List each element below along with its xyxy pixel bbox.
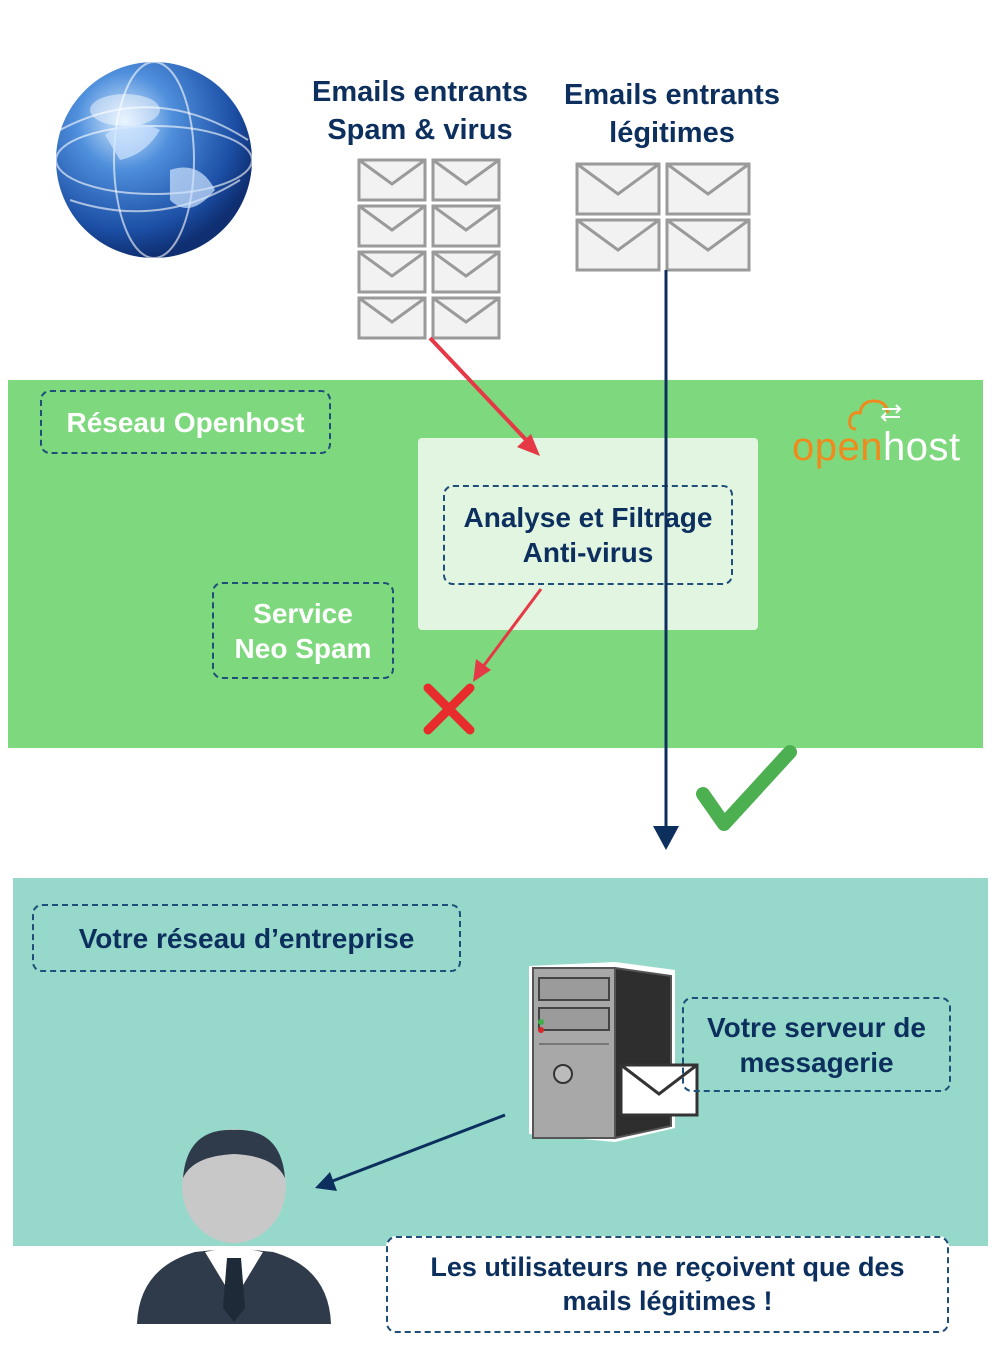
spam-arrow-out — [473, 588, 543, 682]
spam-arrow-in — [428, 336, 540, 456]
service-line2: Neo Spam — [234, 632, 372, 664]
brand-open: open — [792, 425, 883, 469]
mail-server-line1: Votre serveur de — [707, 1011, 926, 1043]
legit-heading-line1: Emails entrants — [564, 79, 780, 111]
check-icon — [696, 745, 797, 831]
spam-heading-line2: Spam & virus — [327, 113, 513, 146]
legit-heading-line2: légitimes — [609, 116, 735, 149]
legit-heading: Emails entrants légitimes — [552, 77, 792, 152]
service-line1: Service — [253, 597, 353, 629]
mail-server-label: Votre serveur de messagerie — [682, 997, 951, 1092]
user-icon — [137, 1129, 331, 1324]
users-note: Les utilisateurs ne reçoivent que des ma… — [386, 1236, 949, 1333]
company-network-zone — [13, 878, 988, 1246]
users-note-line1: Les utilisateurs ne reçoivent que des — [430, 1251, 905, 1282]
openhost-network-label: Réseau Openhost — [40, 390, 331, 454]
cloud-icon — [848, 399, 902, 431]
openhost-logo: openhost — [790, 395, 980, 475]
brand-host: host — [882, 425, 961, 469]
globe-icon — [55, 61, 253, 259]
users-note-line2: mails légitimes ! — [562, 1285, 773, 1316]
spam-heading: Emails entrants Spam & virus — [300, 74, 540, 149]
reject-x-icon — [423, 683, 475, 735]
envelope-icon — [619, 1063, 699, 1117]
service-label: Service Neo Spam — [212, 582, 394, 679]
spam-heading-line1: Emails entrants — [312, 76, 528, 108]
filter-area — [418, 438, 758, 630]
filter-line2: Anti-virus — [522, 537, 654, 568]
mail-server-line2: messagerie — [739, 1046, 894, 1078]
company-network-label: Votre réseau d’entreprise — [32, 904, 461, 972]
legit-arrow — [653, 270, 679, 850]
filter-label: Analyse et Filtrage Anti-virus — [443, 485, 733, 585]
delivery-arrow — [315, 1113, 506, 1191]
filter-line1: Analyse et Filtrage — [463, 502, 713, 533]
